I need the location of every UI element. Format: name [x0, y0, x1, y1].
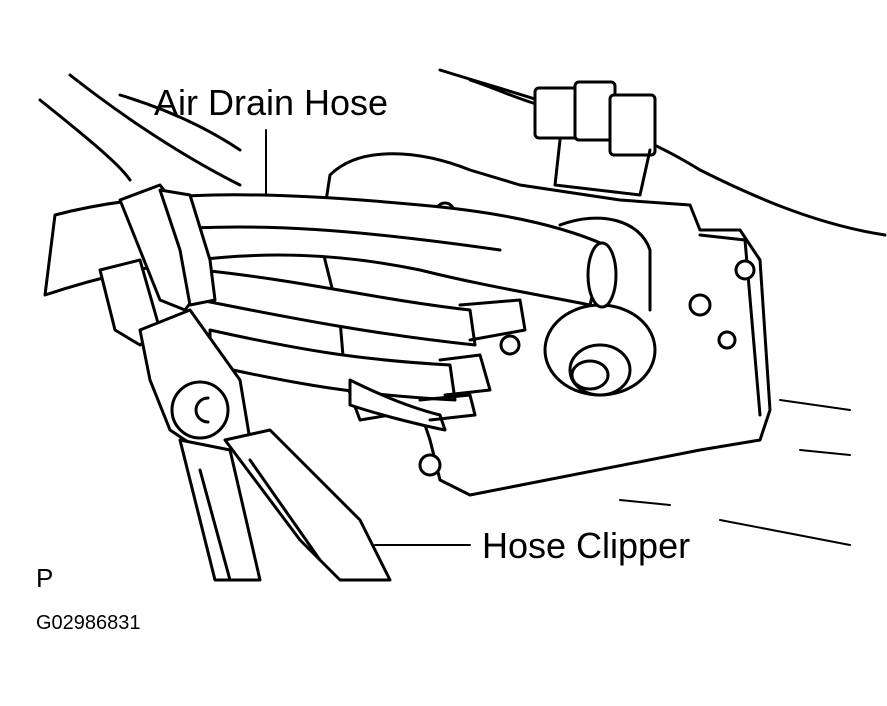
- connector-assembly: [468, 78, 657, 197]
- lower-hoses: [198, 268, 527, 432]
- leader-lines: [265, 129, 471, 546]
- air-drain-hose-label: Air Drain Hose: [154, 82, 389, 123]
- background-contours: [38, 68, 887, 546]
- view-letter: P: [36, 563, 54, 593]
- hose-clipper-label: Hose Clipper: [482, 525, 691, 566]
- figure-code: G02986831: [36, 612, 141, 634]
- hose-clipper-tool: [98, 183, 392, 582]
